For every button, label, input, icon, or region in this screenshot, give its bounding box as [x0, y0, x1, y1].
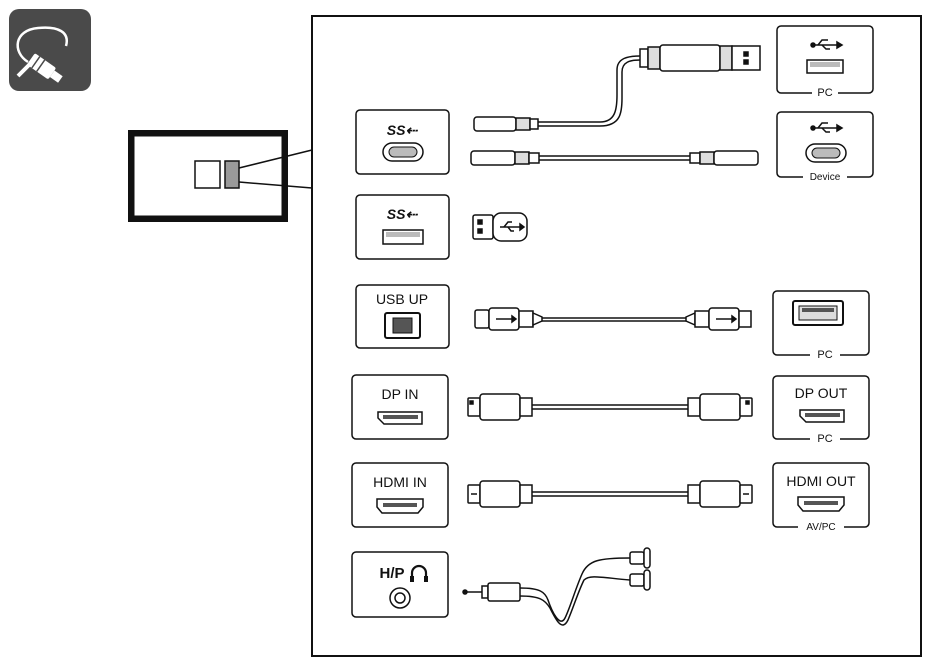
hdmi-out-caption: AV/PC [806, 522, 835, 533]
device-usb-c-box: Device [776, 111, 874, 183]
earphone-cable [462, 547, 651, 626]
pc-usb-up-label: PC [817, 349, 832, 361]
cable-icon [9, 9, 91, 91]
pc-usb-a-label: PC [817, 87, 832, 99]
dp-in-port-box: DP IN [351, 374, 449, 440]
dp-out-box: DP OUT PC [772, 375, 870, 445]
hdmi-in-port-label: HDMI IN [373, 474, 427, 490]
dp-in-port-label: DP IN [381, 386, 418, 402]
hp-port-box: H/P [351, 551, 449, 618]
usb-up-port-box: USB UP [355, 284, 450, 349]
usb-trident-icon [810, 122, 844, 133]
pc-usb-up-box: PC [772, 290, 870, 361]
hdmi-out-title: HDMI OUT [786, 473, 856, 489]
usb-c-to-a-cable [473, 44, 761, 132]
usb-a-plug-icon [472, 212, 528, 242]
dp-cable [467, 393, 753, 421]
usb-b-to-a-cable [474, 307, 752, 331]
hdmi-in-port-box: HDMI IN [351, 462, 449, 528]
connection-frame [311, 15, 922, 657]
usb-trident-icon [810, 39, 844, 50]
pc-usb-a-box: PC [776, 25, 874, 99]
usb-c-to-c-cable [470, 150, 759, 166]
usb-a-port-label: SS⇠ [387, 206, 419, 222]
hdmi-out-box: HDMI OUT AV/PC [772, 462, 870, 533]
device-usb-c-label: Device [810, 172, 841, 183]
dp-out-caption: PC [817, 433, 832, 445]
usb-c-port-label: SS⇠ [387, 122, 419, 138]
usb-c-port-box: SS⇠ [355, 109, 450, 175]
hp-port-label: H/P [379, 565, 404, 582]
dp-out-title: DP OUT [795, 385, 848, 401]
hdmi-cable [467, 480, 753, 508]
headphone-icon [410, 564, 428, 580]
monitor-back-panel [128, 130, 313, 222]
usb-a-port-box: SS⇠ [355, 194, 450, 260]
usb-up-port-label: USB UP [376, 291, 428, 307]
